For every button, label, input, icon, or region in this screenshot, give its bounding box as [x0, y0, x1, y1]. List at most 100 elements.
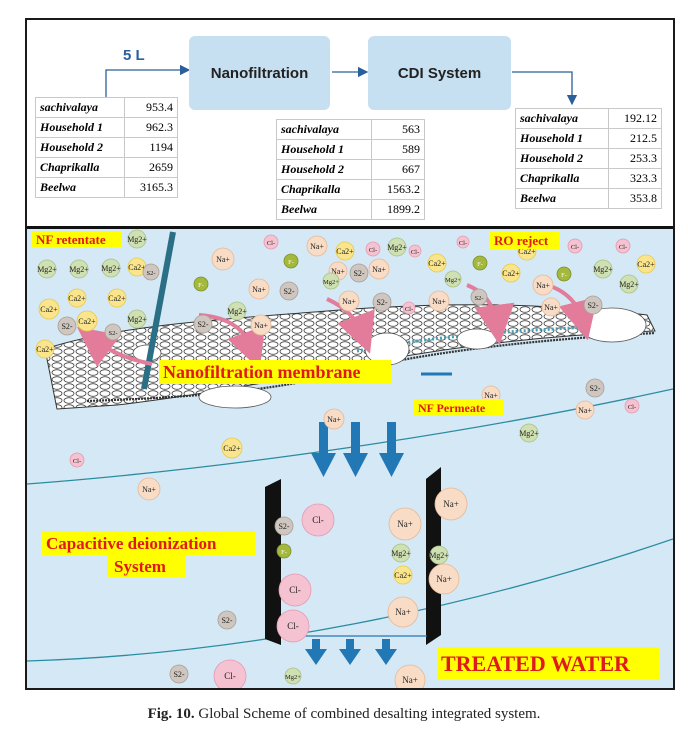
ion-cl: Cl-: [365, 241, 381, 257]
site-name: Household 1: [35, 117, 125, 138]
ion-ca: Ca2+: [76, 310, 98, 332]
svg-text:S2-: S2-: [283, 287, 294, 296]
ion-mg: Mg2+: [69, 259, 89, 279]
lower-boundary-curve: [27, 538, 673, 662]
site-name: Beelwa: [35, 177, 125, 198]
ion-mg: Mg2+: [37, 259, 57, 279]
svg-text:Ca2+: Ca2+: [68, 294, 86, 303]
svg-text:Na+: Na+: [331, 267, 345, 276]
nf-permeate-label-bg: [414, 399, 504, 416]
svg-text:S2-: S2-: [197, 320, 208, 329]
site-name: Chaprikalla: [276, 179, 372, 200]
ion-mg: Mg2+: [387, 237, 407, 257]
svg-text:Mg2+: Mg2+: [37, 265, 57, 274]
ion-s: S2-: [169, 664, 189, 684]
ion-s: S2-: [279, 281, 299, 301]
ion-f: F-: [193, 276, 209, 292]
svg-text:Cl-: Cl-: [289, 585, 301, 595]
ion-ca: Ca2+: [501, 263, 521, 283]
nf-membrane-label: Nanofiltration membrane: [163, 362, 360, 382]
tds-value: 1194: [124, 137, 178, 158]
svg-text:Mg2+: Mg2+: [387, 243, 407, 252]
input-volume-label: 5 L: [123, 47, 145, 64]
figure-caption: Fig. 10. Global Scheme of combined desal…: [0, 706, 688, 723]
svg-text:Ca2+: Ca2+: [502, 269, 520, 278]
svg-text:Na+: Na+: [432, 297, 446, 306]
cdi-system-box: CDI System: [368, 36, 511, 110]
ion-mg: Mg2+: [284, 667, 302, 685]
ro-reject-label-bg: [490, 232, 560, 249]
svg-text:Mg2+: Mg2+: [227, 307, 247, 316]
svg-text:Cl-: Cl-: [73, 458, 81, 465]
ion-cl: Cl-: [402, 301, 416, 315]
ion-na: Na+: [250, 314, 272, 336]
ion-cl: Cl-: [301, 503, 335, 537]
svg-text:Na+: Na+: [142, 485, 156, 494]
ion-na: Na+: [388, 507, 422, 541]
svg-text:Na+: Na+: [372, 265, 386, 274]
svg-text:Ca2+: Ca2+: [428, 259, 446, 268]
tds-value: 2659: [124, 157, 178, 178]
ion-mg: Mg2+: [444, 270, 462, 288]
flow-connectors: [105, 64, 578, 106]
nf-permeate-arrows: [311, 422, 404, 477]
ion-na: Na+: [338, 290, 360, 312]
svg-text:Ca2+: Ca2+: [336, 247, 354, 256]
ion-f: F-: [472, 255, 488, 271]
ion-na: Na+: [394, 664, 426, 688]
svg-text:S2-: S2-: [173, 670, 184, 679]
tds-value: 192.12: [608, 108, 662, 129]
svg-text:S2-: S2-: [221, 616, 232, 625]
svg-text:S2-: S2-: [376, 298, 387, 307]
ion-na: Na+: [541, 297, 561, 317]
svg-text:Ca2+: Ca2+: [78, 317, 96, 326]
svg-text:F-: F-: [198, 282, 204, 289]
svg-text:Na+: Na+: [443, 499, 459, 509]
ion-mg: Mg2+: [619, 274, 639, 294]
svg-text:Cl-: Cl-: [628, 404, 636, 411]
ion-mg: Mg2+: [391, 543, 411, 563]
ion-ca: Ca2+: [636, 254, 656, 274]
panel-divider: [27, 226, 673, 229]
ion-na: Na+: [306, 235, 328, 257]
site-name: Household 2: [35, 137, 125, 158]
process-flow-panel: 5 L Nanofiltration CDI System sachivalay…: [27, 20, 673, 226]
input-flow-arrow: [105, 64, 191, 98]
ion-f: F-: [276, 543, 292, 559]
svg-text:F-: F-: [288, 259, 294, 266]
treated-water-label: TREATED WATER: [441, 651, 631, 676]
site-name: Household 1: [515, 128, 609, 149]
ion-mg: Mg2+: [519, 423, 539, 443]
svg-text:Mg2+: Mg2+: [127, 235, 147, 244]
svg-text:Mg2+: Mg2+: [593, 265, 613, 274]
svg-text:Cl-: Cl-: [287, 621, 299, 631]
figure-frame: 5 L Nanofiltration CDI System sachivalay…: [25, 18, 675, 690]
tds-value: 589: [371, 139, 425, 160]
svg-text:S2-: S2-: [353, 269, 364, 278]
ion-na: Na+: [434, 487, 468, 521]
svg-text:Ca2+: Ca2+: [394, 571, 412, 580]
svg-text:S2-: S2-: [474, 295, 483, 302]
svg-text:Mg2+: Mg2+: [391, 549, 411, 558]
ion-f: F-: [283, 253, 299, 269]
ion-na: Na+: [368, 258, 390, 280]
svg-text:Na+: Na+: [395, 607, 411, 617]
svg-text:S2-: S2-: [108, 330, 117, 337]
nf-permeate-label: NF Permeate: [418, 401, 486, 415]
ion-s: S2-: [104, 323, 122, 341]
tds-value: 1899.2: [371, 199, 425, 220]
ion-f: F-: [556, 266, 572, 282]
cdi-label-line1: Capacitive deionization: [46, 534, 217, 553]
ion-cl: Cl-: [615, 238, 631, 254]
ion-s: S2-: [217, 610, 237, 630]
svg-text:Mg2+: Mg2+: [69, 265, 89, 274]
site-name: sachivalaya: [35, 97, 125, 118]
ion-mg: Mg2+: [127, 309, 147, 329]
svg-text:Cl-: Cl-: [267, 240, 275, 247]
